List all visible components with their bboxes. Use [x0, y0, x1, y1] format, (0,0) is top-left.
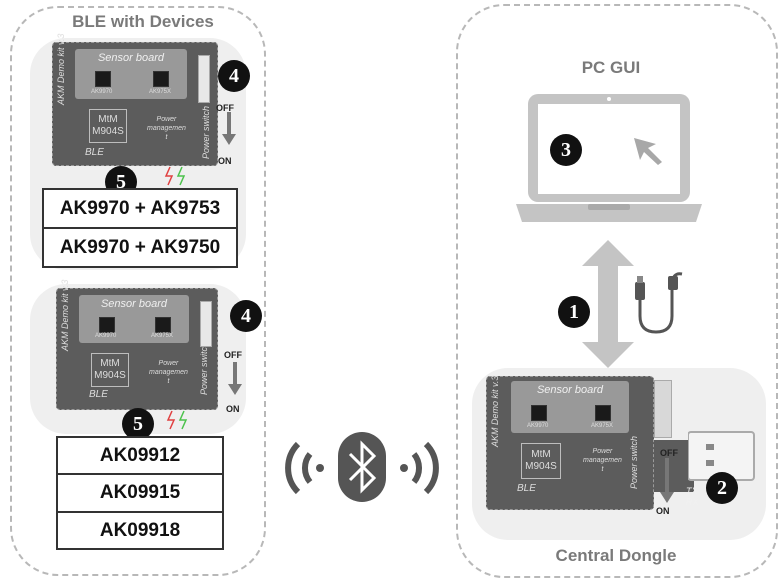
bottom-device-table: AK09912 AK09915 AK09918 [56, 436, 224, 550]
table-row: AK9970 + AK9750 [59, 236, 221, 258]
connector-strip [198, 55, 210, 103]
off-label-top: OFF [216, 103, 234, 113]
chip-1 [99, 317, 115, 333]
ble-label: BLE [517, 483, 536, 494]
on-label-dongle: ON [656, 506, 670, 516]
table-row: AK09915 [58, 475, 222, 513]
module-label-line2: M904S [525, 461, 557, 472]
sensor-board-label: Sensor board [536, 384, 604, 396]
ble-label: BLE [89, 389, 108, 400]
module-label-line2: M904S [92, 126, 124, 137]
marker-4-top: 4 [218, 60, 250, 92]
bluetooth-icon [285, 432, 439, 502]
chip-1-label: AK9970 [95, 333, 117, 339]
left-panel-title: BLE with Devices [62, 12, 224, 32]
left-panel-frame [10, 6, 266, 576]
mtm-module: MtM M904S [91, 353, 129, 387]
mtm-module: MtM M904S [89, 109, 127, 143]
sensor-board: Sensor board AK9970 AK975X [75, 49, 187, 99]
module-label-line1: MtM [100, 358, 120, 369]
on-label-top: ON [218, 156, 232, 166]
off-label-bottom: OFF [224, 350, 242, 360]
module-label-line1: MtM [531, 449, 551, 460]
marker-2: 2 [706, 472, 738, 504]
chip-2-label: AK975X [149, 89, 172, 95]
table-row: AK09912 [58, 438, 222, 475]
power-switch-label: Power switch [199, 341, 209, 395]
kit-label: AKM Demo kit v.3 [60, 279, 70, 351]
off-label-dongle: OFF [660, 448, 678, 458]
chip-2-label: AK975X [151, 333, 174, 339]
connector-strip [654, 380, 672, 438]
kit-label: AKM Demo kit v.3 [490, 375, 500, 447]
marker-1: 1 [558, 296, 590, 328]
table-row: AK9970 + AK9753 [44, 190, 236, 229]
kit-label: AKM Demo kit v.3 [56, 33, 66, 105]
cursor-icon [634, 138, 662, 165]
marker-5-bottom: 5 [122, 408, 154, 440]
rx-label: RX [686, 497, 699, 507]
power-switch-label: Power switch [201, 105, 211, 159]
chip-1-label: AK9970 [527, 423, 549, 429]
ble-label: BLE [85, 147, 104, 158]
mtm-module: MtM M904S [521, 443, 561, 479]
central-dongle-title: Central Dongle [536, 546, 696, 566]
power-switch-label: Power switch [629, 435, 639, 489]
chip-2-label: AK975X [591, 423, 614, 429]
chip-1 [95, 71, 111, 87]
sensor-board: Sensor board AK9970 AK975X [511, 381, 629, 433]
chip-1 [531, 405, 547, 421]
sensor-board-label: Sensor board [100, 298, 168, 310]
chip-2 [155, 317, 171, 333]
on-label-bottom: ON [226, 404, 240, 414]
dongle-board: AKM Demo kit v.3 Sensor board AK9970 AK9… [486, 376, 654, 510]
module-label-line2: M904S [94, 370, 126, 381]
lightning-icon [164, 166, 186, 186]
sensor-board-label: Sensor board [97, 52, 165, 64]
chip-2 [153, 71, 169, 87]
bottom-device-board: AKM Demo kit v.3 Sensor board AK9970 AK9… [56, 280, 218, 410]
switch-arrow-icon [660, 458, 674, 503]
pc-gui-title: PC GUI [560, 58, 662, 78]
top-device-board: AKM Demo kit v.3 Sensor board AK9970 AK9… [52, 34, 218, 166]
switch-arrow-icon [228, 362, 242, 395]
lightning-icon [166, 410, 188, 430]
usb-cable-icon [635, 272, 683, 334]
double-arrow-icon [582, 240, 634, 368]
chip-1-label: AK9970 [91, 89, 113, 95]
sensor-board: Sensor board AK9970 AK975X [79, 295, 189, 343]
connector-strip [200, 301, 212, 347]
laptop-icon [516, 94, 702, 222]
switch-arrow-icon [222, 112, 236, 145]
power-management-label: Power managemen t [147, 116, 186, 141]
table-row: AK09918 [99, 519, 181, 541]
marker-4-bottom: 4 [230, 300, 262, 332]
chip-2 [595, 405, 611, 421]
top-device-table: AK9970 + AK9753 AK9970 + AK9750 [42, 188, 238, 268]
tx-label: TX [686, 486, 698, 496]
right-panel-frame [456, 4, 778, 578]
power-management-label: Power managemen t [583, 448, 622, 473]
marker-3: 3 [550, 134, 582, 166]
power-management-label: Power managemen t [149, 360, 188, 385]
module-label-line1: MtM [98, 114, 118, 125]
